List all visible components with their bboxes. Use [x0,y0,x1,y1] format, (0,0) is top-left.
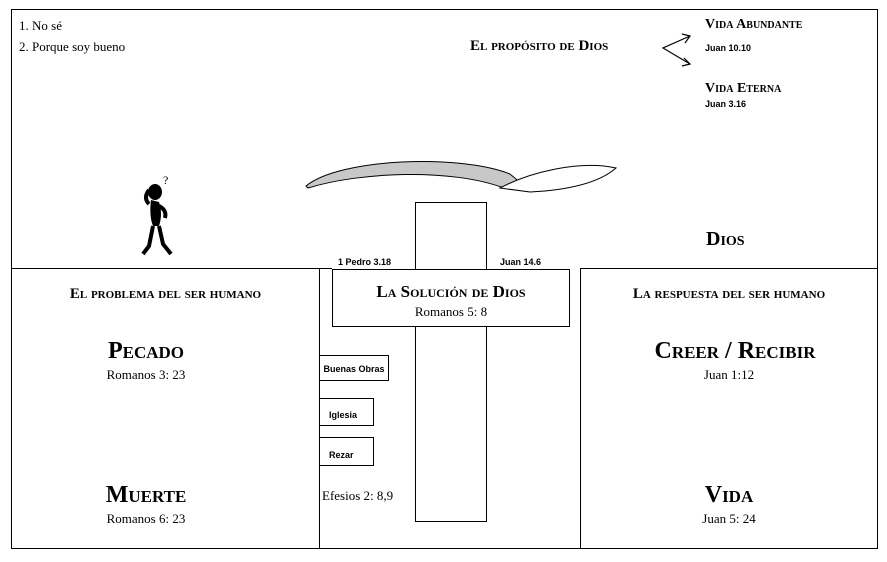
purpose-title: El propósito de Dios [470,38,609,54]
cross-joint [416,270,486,326]
diagram-frame [11,9,878,549]
cross-ref-left: 1 Pedro 3.18 [338,257,392,267]
solution-ref: Romanos 5: 8 [414,304,488,319]
works-box-good-deeds: Buenas Obras [319,355,389,381]
column-divider-right [580,268,581,549]
problem-header: El problema del ser humano [69,286,262,302]
abundant-life-ref: Juan 10.10 [705,43,752,53]
death-ref: Romanos 6: 23 [106,511,186,526]
response-header: La respuesta del ser humano [632,286,826,302]
eternal-life: Vida Eterna [705,81,782,96]
cross-ref-right: Juan 14.6 [500,257,542,267]
answer-1: 1. No sé [19,18,62,33]
believe-label: Creer / Recibir [654,338,816,364]
abundant-life: Vida Abundante [705,17,803,32]
god-label: Dios [706,228,745,250]
thinking-person-icon: ? [141,173,173,256]
eternal-life-ref: Juan 3.16 [705,99,747,109]
sin-ref: Romanos 3: 23 [106,367,186,382]
solution-title: La Solución de Dios [376,282,526,301]
section-line-right [580,268,878,269]
curved-arrow-icon [305,161,618,193]
believe-ref: Juan 1:12 [703,367,755,382]
section-line-left [11,268,332,269]
works-box-church: Iglesia [319,398,374,426]
answer-2: 2. Porque soy bueno [19,39,126,54]
split-arrow-icon [661,33,692,67]
works-label-good-deeds: Buenas Obras [323,364,385,374]
life-label: Vida [704,482,754,508]
life-ref: Juan 5: 24 [702,511,756,526]
works-box-pray: Rezar [319,437,374,466]
death-label: Muerte [105,482,187,508]
works-label-church: Iglesia [329,410,358,420]
works-label-pray: Rezar [329,450,354,460]
svg-text:?: ? [163,173,168,187]
cross-vertical-beam [415,202,487,522]
sin-label: Pecado [107,338,185,364]
works-ref: Efesios 2: 8,9 [322,488,394,503]
